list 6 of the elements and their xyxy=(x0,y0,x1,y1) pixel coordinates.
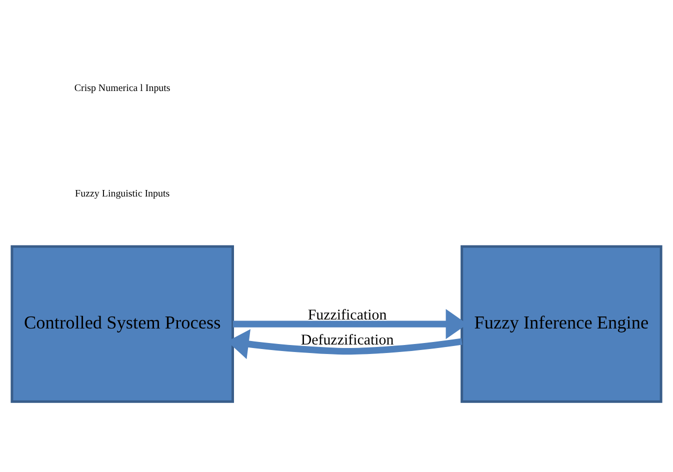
node-box: Controlled System Process xyxy=(10,244,234,402)
node-box: Fuzzy Inference Engine xyxy=(460,244,662,402)
label: Fuzzy Linguistic Inputs xyxy=(75,188,170,199)
label: Crisp Numerica l Inputs xyxy=(74,82,170,94)
edge-label: Defuzzification xyxy=(300,332,394,348)
edge-label: Fuzzification xyxy=(308,306,387,323)
